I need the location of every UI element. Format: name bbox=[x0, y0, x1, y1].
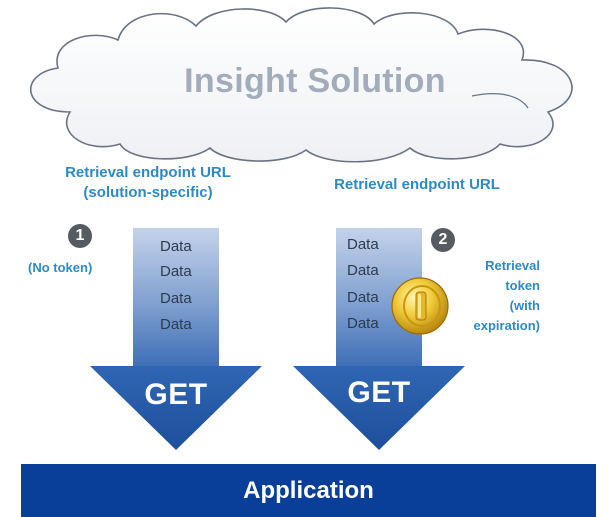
right-endpoint-label: Retrieval endpoint URL bbox=[334, 176, 500, 193]
retrieval-token-note-line: Retrieval bbox=[485, 258, 540, 273]
right-get-arrow bbox=[293, 228, 465, 450]
right-data-item: Data bbox=[347, 289, 379, 306]
left-data-item: Data bbox=[160, 316, 192, 333]
application-label: Application bbox=[243, 477, 374, 504]
retrieval-token-note-line: token bbox=[505, 278, 540, 293]
left-data-item: Data bbox=[160, 238, 192, 255]
application-bar: Application bbox=[21, 464, 596, 517]
left-get-label: GET bbox=[144, 378, 208, 411]
left-get-arrow bbox=[90, 228, 262, 450]
retrieval-token-note-line: (with bbox=[509, 298, 540, 313]
no-token-note: (No token) bbox=[28, 260, 93, 275]
step-badge-2: 2 bbox=[431, 228, 455, 252]
step-badge-1: 1 bbox=[68, 224, 92, 248]
cloud-shape bbox=[30, 7, 573, 163]
right-data-item: Data bbox=[347, 262, 379, 279]
cloud-title: Insight Solution bbox=[184, 62, 446, 100]
left-data-item: Data bbox=[160, 263, 192, 280]
right-data-item: Data bbox=[347, 236, 379, 253]
right-get-label: GET bbox=[347, 376, 411, 409]
left-endpoint-label: Retrieval endpoint URL (solution-specifi… bbox=[28, 163, 268, 203]
left-endpoint-label-line2: (solution-specific) bbox=[83, 184, 213, 201]
left-endpoint-label-line1: Retrieval endpoint URL bbox=[65, 164, 231, 181]
gold-coin-icon bbox=[391, 277, 449, 335]
left-data-item: Data bbox=[160, 290, 192, 307]
arrows-layer bbox=[90, 228, 465, 450]
retrieval-token-note: Retrieval token (with expiration) bbox=[440, 256, 540, 336]
right-data-item: Data bbox=[347, 315, 379, 332]
retrieval-token-note-line: expiration) bbox=[473, 318, 540, 333]
